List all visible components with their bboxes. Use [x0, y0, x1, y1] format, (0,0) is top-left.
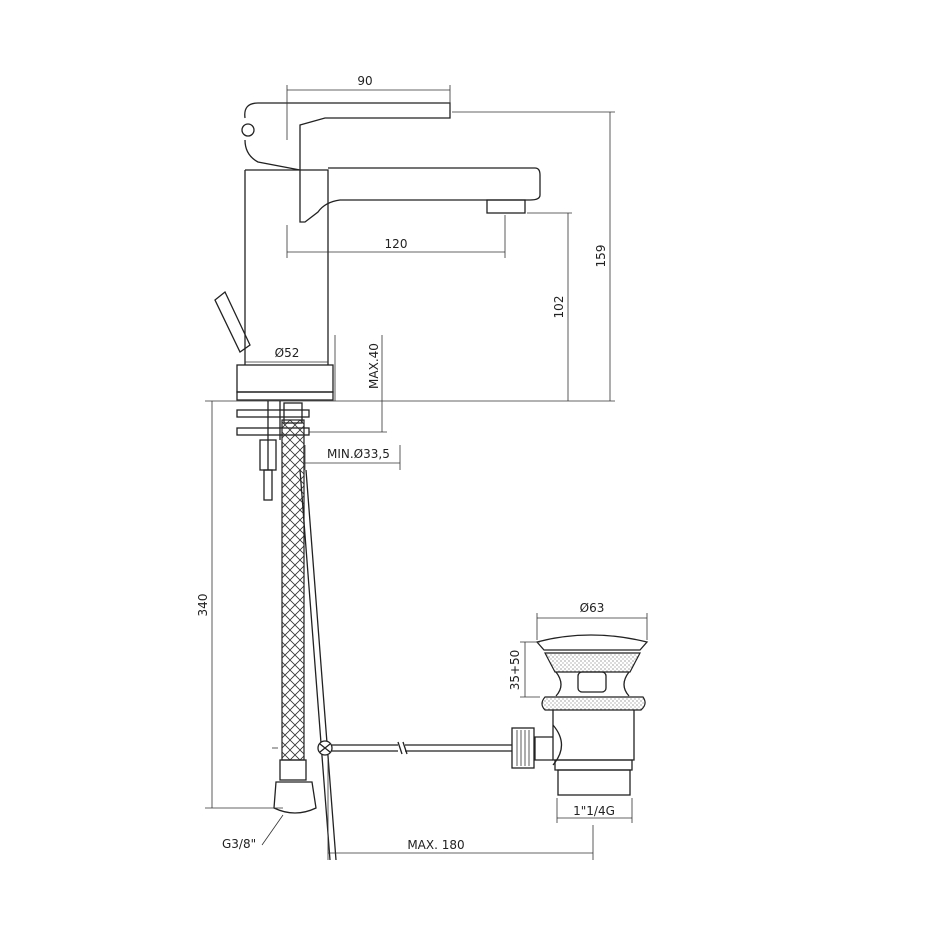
dim-hose-thread: G3/8" — [222, 837, 256, 851]
dim-base-diameter: Ø52 — [275, 346, 300, 360]
dim-spout-reach: 120 — [385, 237, 408, 251]
dimension-lines — [205, 85, 648, 860]
dim-max-deck: MAX.40 — [367, 343, 381, 389]
dim-min-hole: MIN.Ø33,5 — [327, 447, 390, 461]
mounting-kit — [236, 401, 512, 861]
pop-up-waste — [511, 634, 649, 796]
dim-spout-height: 102 — [552, 296, 566, 319]
dim-waste-height: 35+50 — [508, 650, 522, 691]
dim-lever-width: 90 — [357, 74, 372, 88]
dim-max-rod: MAX. 180 — [407, 838, 464, 852]
dim-waste-diameter: Ø63 — [580, 601, 605, 615]
faucet-body — [214, 102, 541, 401]
dim-waste-thread: 1"1/4G — [573, 804, 615, 818]
dim-total-height: 159 — [594, 245, 608, 268]
dim-hose-length: 340 — [196, 594, 210, 617]
